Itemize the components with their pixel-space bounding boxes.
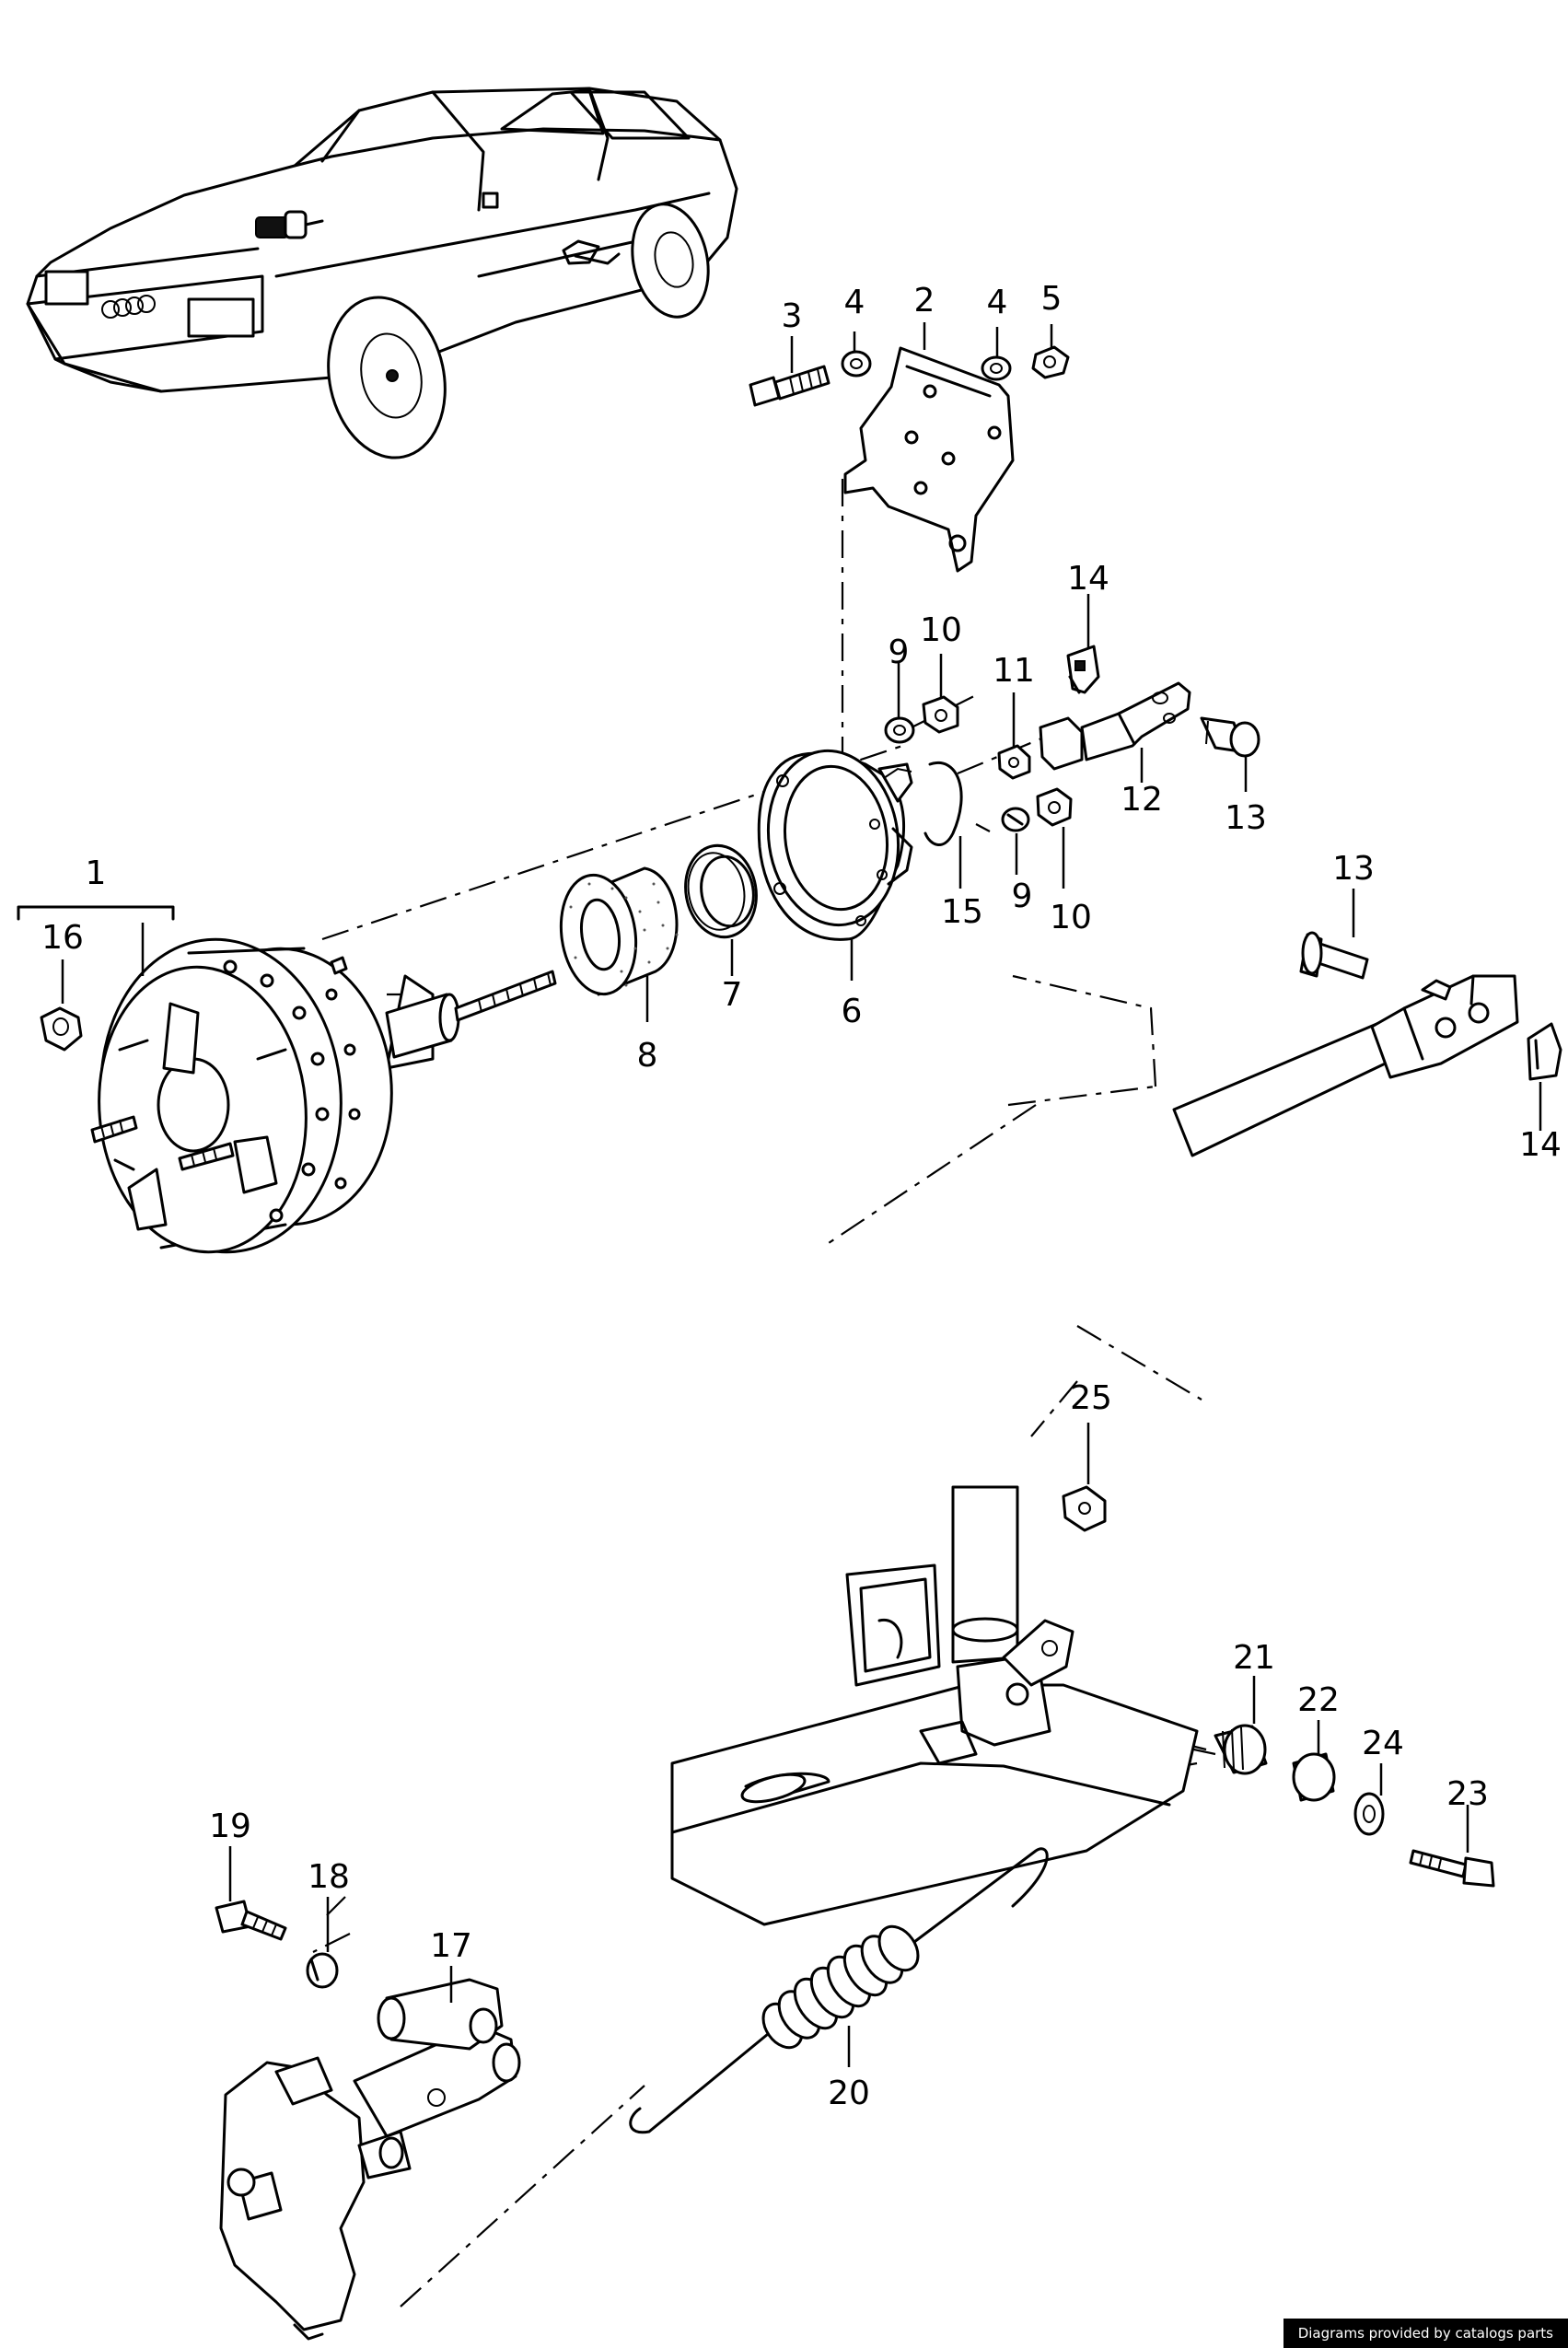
part-6-flange xyxy=(757,749,913,941)
part-21-bushing xyxy=(1214,1724,1268,1775)
callout-15: 15 xyxy=(941,893,983,931)
part-24-washer xyxy=(1353,1792,1385,1836)
callout-12: 12 xyxy=(1121,781,1163,819)
callout-5: 5 xyxy=(1041,280,1063,318)
callout-3: 3 xyxy=(782,297,803,335)
part-20-spring xyxy=(629,1847,1049,2134)
part-4-washer xyxy=(841,350,872,378)
callout-21: 21 xyxy=(1233,1639,1275,1677)
callout-23: 23 xyxy=(1446,1775,1489,1813)
part-5-nut xyxy=(1031,345,1070,379)
part-7-seal xyxy=(684,843,758,939)
part-25-nut xyxy=(1062,1485,1107,1532)
diagram-credit-footer: Diagrams provided by catalogs parts xyxy=(1283,2319,1568,2348)
callout-24: 24 xyxy=(1362,1725,1404,1762)
callout-25: 25 xyxy=(1070,1379,1112,1417)
rear-axle-assembly xyxy=(670,1485,1199,1926)
callout-14b: 14 xyxy=(1519,1126,1562,1164)
callout-4b: 4 xyxy=(987,284,1008,321)
callout-9a: 9 xyxy=(889,633,910,671)
callout-11: 11 xyxy=(993,652,1035,690)
pushrod xyxy=(454,970,557,1022)
callout-7: 7 xyxy=(722,976,743,1014)
callout-numbers: 1 16 3 4 2 4 5 14 9 10 11 12 13 9 10 15 … xyxy=(41,280,1562,2112)
callout-9b: 9 xyxy=(1012,878,1033,915)
leader-lines xyxy=(17,322,1542,2067)
booster-location-marker xyxy=(255,210,324,239)
part-3-bolt xyxy=(749,365,830,407)
rim-bumps xyxy=(223,959,361,1223)
part-17-pressure-regulator xyxy=(219,1978,521,2341)
valve-location-marker xyxy=(562,239,621,265)
callout-17: 17 xyxy=(430,1927,472,1965)
callout-4a: 4 xyxy=(844,284,865,321)
part-12-clevis xyxy=(1039,681,1191,771)
part-9-washer-upper xyxy=(884,716,915,744)
callout-10b: 10 xyxy=(1050,899,1092,936)
front-wheel xyxy=(327,296,447,459)
part-16-nut xyxy=(40,1006,83,1052)
part-1-brake-booster xyxy=(90,937,557,1254)
rear-wheel xyxy=(631,203,710,319)
assembly-lines xyxy=(312,479,1216,2307)
callout-8: 8 xyxy=(637,1037,658,1075)
studs xyxy=(90,1115,235,1171)
callout-16: 16 xyxy=(41,919,84,957)
callout-19: 19 xyxy=(209,1807,251,1845)
part-10-nut-lower xyxy=(1036,787,1073,827)
callout-13b: 13 xyxy=(1332,850,1375,888)
part-11-nut xyxy=(997,744,1031,780)
spring-coils xyxy=(761,1924,920,2050)
callout-13a: 13 xyxy=(1225,799,1267,837)
callout-18: 18 xyxy=(308,1858,350,1896)
part-23-bolt xyxy=(1409,1849,1495,1888)
callout-10a: 10 xyxy=(920,611,962,649)
part-8-foam-filter xyxy=(559,866,679,996)
callout-22: 22 xyxy=(1297,1681,1340,1719)
part-14-clip xyxy=(1066,645,1100,694)
callout-14a: 14 xyxy=(1067,560,1109,598)
car-illustration xyxy=(26,87,738,459)
part-4-washer-right xyxy=(981,355,1012,381)
part-19-bolt xyxy=(215,1900,287,1941)
part-22-spacer xyxy=(1292,1752,1336,1802)
foam-texture xyxy=(569,882,679,987)
part-9-washer-lower xyxy=(1001,807,1030,832)
part-13-clevis-pin xyxy=(1200,716,1260,758)
part-18-washer xyxy=(306,1952,339,1989)
audi-rings-logo xyxy=(101,295,156,319)
callout-6: 6 xyxy=(842,993,863,1030)
callout-2: 2 xyxy=(914,282,935,320)
callout-20: 20 xyxy=(828,2075,870,2112)
pedal-rod-detail xyxy=(1172,974,1519,1157)
part-14-clip-detail xyxy=(1527,1022,1562,1081)
part-2-bracket xyxy=(843,346,1015,573)
part-10-nut-upper xyxy=(922,695,959,734)
callout-1: 1 xyxy=(86,854,107,892)
part-13-pin-detail xyxy=(1299,931,1369,980)
part-15-gasket xyxy=(923,761,963,846)
